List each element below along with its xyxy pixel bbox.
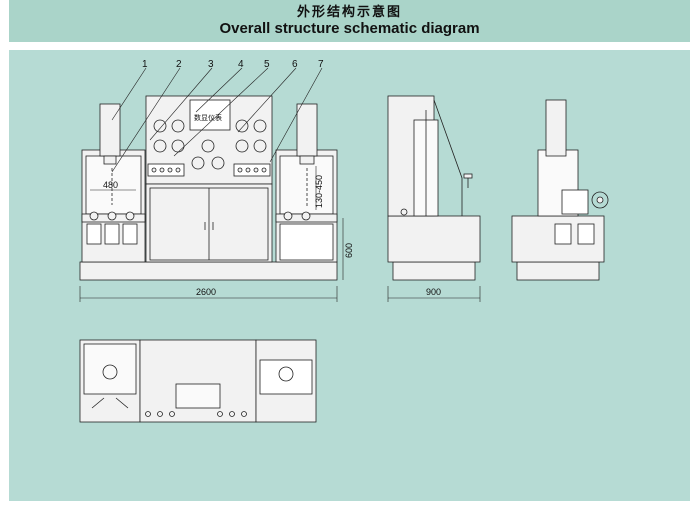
callout-1: 1 bbox=[142, 59, 148, 70]
callout-leaders bbox=[111, 67, 323, 173]
end-view bbox=[511, 99, 609, 281]
right-column bbox=[296, 103, 318, 157]
callout-2: 2 bbox=[176, 59, 182, 70]
left-column bbox=[99, 103, 121, 157]
callout-7: 7 bbox=[318, 59, 324, 70]
callout-3: 3 bbox=[208, 59, 214, 70]
dimension-600: 600 bbox=[344, 243, 354, 258]
top-center-cabinet bbox=[139, 339, 257, 423]
digital-display bbox=[189, 99, 231, 131]
end-column bbox=[545, 99, 567, 157]
dimension-480: 480 bbox=[103, 180, 118, 190]
side-base bbox=[392, 261, 476, 281]
side-cabinet bbox=[387, 215, 481, 263]
display-label: 数显仪表 bbox=[194, 113, 222, 122]
front-view bbox=[79, 95, 338, 281]
callout-6: 6 bbox=[292, 59, 298, 70]
callout-4: 4 bbox=[238, 59, 244, 70]
side-view bbox=[387, 95, 481, 281]
top-view bbox=[79, 339, 317, 423]
callout-5: 5 bbox=[264, 59, 270, 70]
dimension-900: 900 bbox=[426, 287, 441, 297]
title-english: Overall structure schematic diagram bbox=[219, 20, 480, 37]
front-base bbox=[79, 261, 338, 281]
dimension-2600: 2600 bbox=[196, 287, 216, 297]
title-chinese: 外形结构示意图 bbox=[296, 5, 402, 20]
header-bar: 外形结构示意图 Overall structure schematic diag… bbox=[9, 0, 690, 42]
end-base bbox=[516, 261, 600, 281]
dimension-lines bbox=[79, 166, 481, 302]
dimension-stroke-range: 130-450 bbox=[314, 175, 324, 208]
